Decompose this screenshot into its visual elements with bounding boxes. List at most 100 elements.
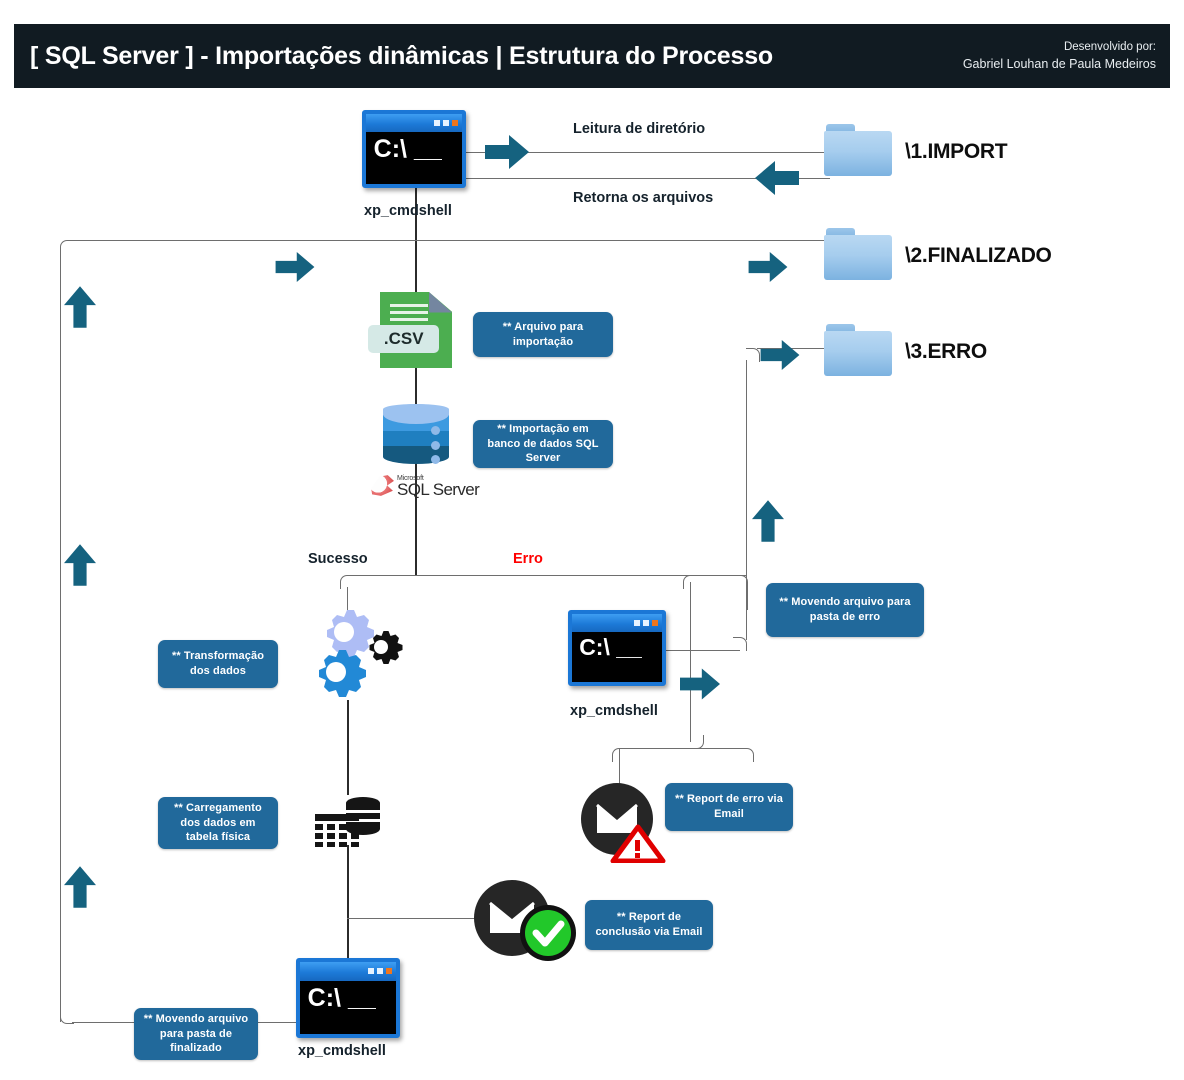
arrow-up-return-1 (64, 286, 96, 328)
database-icon (383, 404, 449, 466)
arrow-right-error-move (680, 668, 720, 700)
corner-error-up (733, 637, 747, 651)
line-error-up (746, 360, 747, 640)
credit-line-2: Gabriel Louhan de Paula Medeiros (962, 57, 1156, 72)
corner-mail-down (740, 748, 754, 762)
folder-tab (826, 124, 855, 136)
window-minimize-dot (634, 619, 640, 626)
cmdshell-top[interactable]: C:\ __ (362, 110, 466, 188)
line-mail-error-down (619, 748, 620, 788)
vendor-name: Microsoft (397, 475, 424, 482)
email-success-icon (472, 880, 582, 962)
line-gears-to-table (347, 700, 349, 795)
db-top-ellipse (383, 404, 449, 424)
corner-erro-to-mail (690, 735, 704, 749)
folder-erro[interactable] (824, 324, 892, 376)
cmdshell-error[interactable]: C:\ __ (568, 610, 666, 686)
cmdshell-prompt-text: C:\ __ (579, 634, 642, 661)
window-maximize-dot (643, 619, 649, 626)
note-report-done: ** Report de conclusão via Email (585, 900, 713, 950)
corner-erro-trunk-top (683, 575, 697, 589)
folder-finalizado-label: \2.FINALIZADO (905, 244, 1052, 267)
folder-erro-label: \3.ERRO (905, 340, 987, 363)
db-indicator-3 (431, 455, 441, 464)
note-move-error: ** Movendo arquivo para pasta de erro (766, 583, 924, 637)
line-to-mail-error (624, 748, 744, 749)
line-error-to-folder (757, 348, 832, 349)
arrow-up-return-2 (64, 544, 96, 586)
line-erro-trunk (690, 582, 691, 742)
line-finalizado-top (72, 240, 832, 241)
arrow-left-return-files (755, 161, 799, 195)
note-move-done: ** Movendo arquivo para pasta de finaliz… (134, 1008, 258, 1060)
note-import-file: ** Arquivo para importação (473, 312, 613, 357)
line-db-to-split (415, 462, 417, 575)
line-csv-to-db (415, 368, 417, 410)
note-transform: ** Transformação dos dados (158, 640, 278, 688)
sql-server-bird-icon (371, 475, 394, 496)
folder-import-label: \1.IMPORT (905, 140, 1008, 163)
edge-label-read-directory: Leitura de diretório (573, 121, 706, 137)
cmdshell-titlebar (366, 114, 462, 133)
window-minimize-dot (434, 120, 440, 127)
line-split-horizontal (347, 575, 747, 576)
page-title: [ SQL Server ] - Importações dinâmicas |… (30, 41, 773, 70)
physical-table-icon (313, 795, 383, 847)
line-table-to-final (347, 845, 349, 960)
cmdshell-titlebar (300, 962, 396, 981)
cmdshell-error-label: xp_cmdshell (570, 703, 658, 719)
edge-label-return-files: Retorna os arquivos (573, 190, 714, 206)
folder-tab (826, 228, 855, 240)
cmdshell-final-label: xp_cmdshell (298, 1043, 386, 1059)
cmdshell-prompt-text: C:\ __ (373, 135, 442, 163)
corner-erro-right (734, 575, 748, 589)
cmdshell-titlebar (572, 614, 662, 632)
arrow-right-finalizado-left (275, 252, 315, 282)
gears-icon (294, 608, 404, 704)
line-cmdshell-error-right (665, 650, 740, 651)
window-minimize-dot (368, 968, 374, 975)
folder-body (824, 235, 892, 280)
note-load: ** Carregamento dos dados em tabela físi… (158, 797, 278, 849)
arrow-up-return-3 (64, 866, 96, 908)
email-error-icon (578, 783, 666, 864)
line-read-directory (465, 152, 830, 153)
cmdshell-final[interactable]: C:\ __ (296, 958, 400, 1038)
csv-file-icon: .CSV (368, 292, 452, 368)
folder-finalizado[interactable] (824, 228, 892, 280)
window-close-dot (386, 968, 392, 975)
note-report-error: ** Report de erro via Email (665, 783, 793, 831)
cmdshell-window: C:\ __ (362, 110, 466, 188)
line-erro-down-to-cmdshell (747, 587, 748, 610)
arrow-right-erro-folder (760, 340, 800, 370)
folder-body (824, 331, 892, 376)
corner-left-bottom (60, 1010, 74, 1024)
corner-sucesso (340, 575, 354, 589)
sql-server-logo: Microsoft SQL Server (369, 472, 480, 499)
window-close-dot (452, 120, 458, 127)
db-indicator-1 (431, 426, 441, 435)
folder-import[interactable] (824, 124, 892, 176)
db-indicator-2 (431, 441, 441, 450)
cmdshell-prompt-text: C:\ __ (307, 983, 376, 1012)
corner-left-top (60, 240, 74, 254)
cmdshell-window: C:\ __ (568, 610, 666, 686)
product-name: SQL Server (397, 480, 480, 499)
line-sucesso-down (347, 587, 348, 632)
arrow-right-read-directory (485, 135, 529, 169)
cmdshell-window: C:\ __ (296, 958, 400, 1038)
window-close-dot (652, 619, 658, 626)
folder-tab (826, 324, 855, 336)
corner-mail-error (612, 748, 626, 762)
branch-label-sucesso: Sucesso (308, 551, 368, 567)
credit-line-1: Desenvolvido por: (1063, 40, 1156, 53)
branch-label-erro: Erro (513, 551, 543, 567)
file-extension-badge: .CSV (368, 325, 440, 354)
folder-body (824, 131, 892, 176)
arrow-right-finalizado (748, 252, 788, 282)
page-header: [ SQL Server ] - Importações dinâmicas |… (14, 24, 1170, 88)
note-db-import: ** Importação em banco de dados SQL Serv… (473, 420, 613, 468)
line-to-mail-success (347, 918, 482, 919)
window-maximize-dot (443, 120, 449, 127)
line-left-return (60, 252, 61, 1022)
